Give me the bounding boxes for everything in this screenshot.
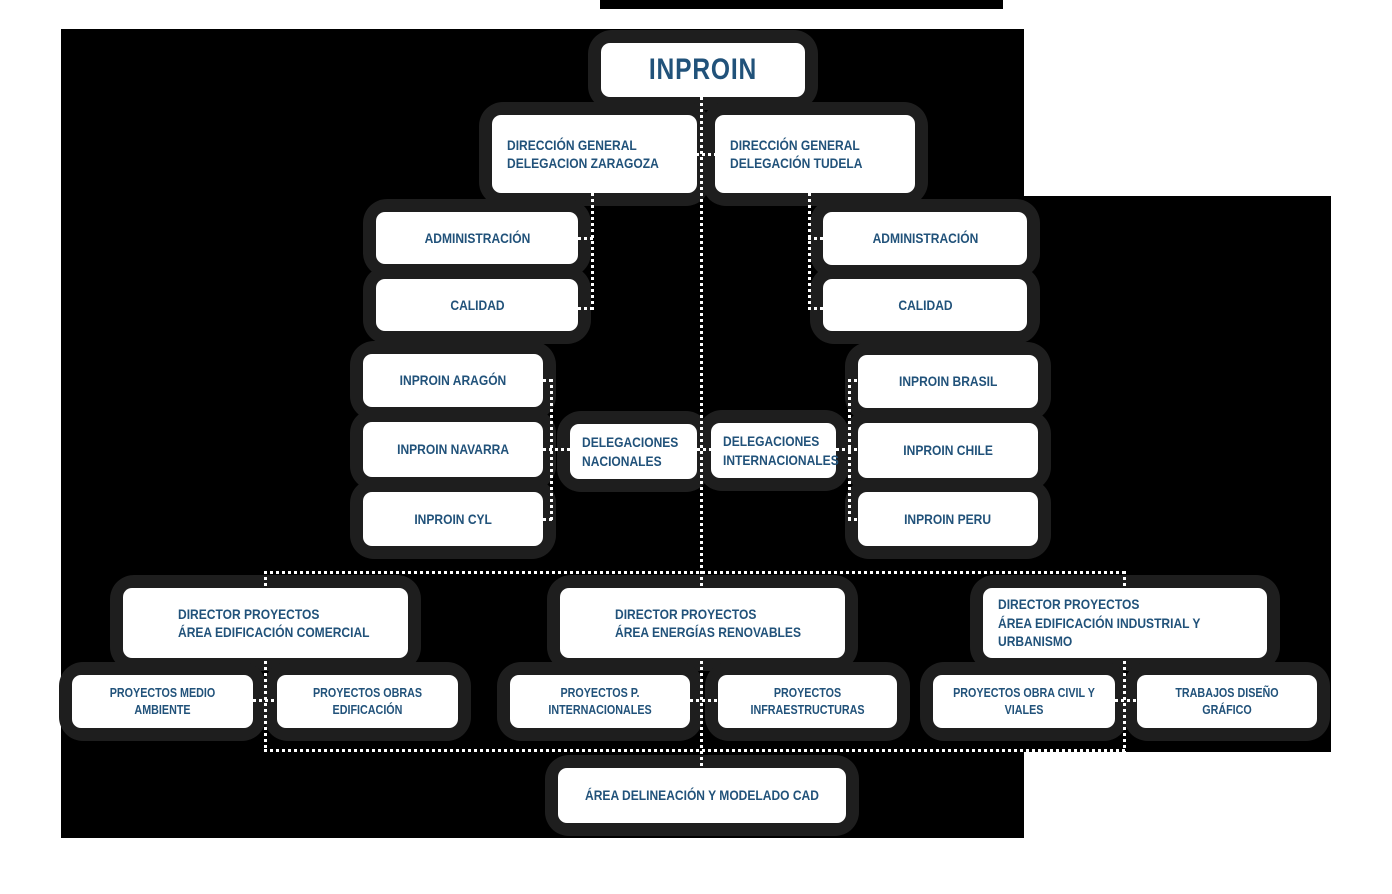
node-label: PROYECTOS OBRA CIVIL Y VIALES xyxy=(953,686,1095,717)
node-calidad-zaragoza: CALIDAD xyxy=(376,279,578,331)
connector-line xyxy=(578,237,594,240)
connector-line xyxy=(848,518,860,521)
node-label: INPROIN BRASIL xyxy=(898,373,998,390)
node-label: PROYECTOS OBRAS EDIFICACIÓN xyxy=(312,686,423,717)
node-label: PROYECTOS INFRAESTRUCTURAS xyxy=(750,686,865,717)
connector-line xyxy=(700,97,703,768)
node-label: INPROIN ARAGÓN xyxy=(399,372,507,389)
node-label: INPROIN NAVARRA xyxy=(397,441,509,458)
connector-line xyxy=(697,448,713,451)
connector-line xyxy=(264,571,1126,574)
connector-line xyxy=(578,307,594,310)
node-director-area-edificacion-comercial: DIRECTOR PROYECTOS ÁREA EDIFICACIÓN COME… xyxy=(123,588,408,658)
node-trabajos-diseno-grafico: TRABAJOS DISEÑO GRÁFICO xyxy=(1137,675,1317,728)
connector-line xyxy=(253,699,277,702)
connector-line xyxy=(543,518,553,521)
node-label: INPROIN CYL xyxy=(414,510,492,527)
node-director-area-edificacion-industrial-urbanismo: DIRECTOR PROYECTOS ÁREA EDIFICACIÓN INDU… xyxy=(983,588,1267,658)
node-proyectos-obra-civil-viales: PROYECTOS OBRA CIVIL Y VIALES xyxy=(933,675,1115,728)
node-inproin-aragon: INPROIN ARAGÓN xyxy=(363,354,543,407)
node-label: PROYECTOS MEDIO AMBIENTE xyxy=(109,686,216,717)
node-label: CALIDAD xyxy=(449,296,505,313)
connector-line xyxy=(264,571,267,752)
node-director-area-energias-renovables: DIRECTOR PROYECTOS ÁREA ENERGÍAS RENOVAB… xyxy=(560,588,845,658)
node-label: DIRECTOR PROYECTOS ÁREA ENERGÍAS RENOVAB… xyxy=(615,605,801,640)
node-area-delineacion-modelado-cad: ÁREA DELINEACIÓN Y MODELADO CAD xyxy=(558,768,846,823)
connector-line xyxy=(1115,699,1137,702)
connector-line xyxy=(543,379,553,382)
node-calidad-tudela: CALIDAD xyxy=(823,279,1027,331)
node-label: PROYECTOS P. INTERNACIONALES xyxy=(548,686,652,717)
connector-line xyxy=(1123,571,1126,752)
node-delegaciones-internacionales: DELEGACIONES INTERNACIONALES xyxy=(711,423,839,478)
connector-line xyxy=(808,193,811,313)
node-inproin-label: INPROIN xyxy=(648,53,758,87)
node-inproin-cyl: INPROIN CYL xyxy=(363,492,543,546)
canvas-region xyxy=(600,0,1003,9)
node-inproin-brasil: INPROIN BRASIL xyxy=(858,355,1038,408)
node-label: DIRECCIÓN GENERAL DELEGACIÓN TUDELA xyxy=(730,136,863,171)
connector-line xyxy=(690,153,720,156)
node-delegaciones-nacionales: DELEGACIONES NACIONALES xyxy=(570,424,697,479)
node-direccion-general-zaragoza: DIRECCIÓN GENERAL DELEGACION ZARAGOZA xyxy=(492,115,697,193)
node-label: CALIDAD xyxy=(897,296,953,313)
connector-line xyxy=(591,193,594,313)
connector-line xyxy=(264,749,1126,752)
node-label: ADMINISTRACIÓN xyxy=(872,230,978,247)
node-label: INPROIN PERU xyxy=(904,510,992,527)
node-administracion-zaragoza: ADMINISTRACIÓN xyxy=(376,212,578,264)
connector-line xyxy=(543,448,570,451)
connector-line xyxy=(808,237,824,240)
connector-line xyxy=(808,307,824,310)
node-label: DELEGACIONES NACIONALES xyxy=(582,434,679,469)
node-label: DIRECTOR PROYECTOS ÁREA EDIFICACIÓN COME… xyxy=(178,605,370,640)
node-inproin-navarra: INPROIN NAVARRA xyxy=(363,422,543,477)
node-inproin-chile: INPROIN CHILE xyxy=(858,423,1038,478)
node-label: DIRECTOR PROYECTOS ÁREA EDIFICACIÓN INDU… xyxy=(998,596,1201,650)
canvas-region xyxy=(61,752,1024,838)
connector-line xyxy=(848,379,860,382)
node-administracion-tudela: ADMINISTRACIÓN xyxy=(823,212,1027,265)
node-label: TRABAJOS DISEÑO GRÁFICO xyxy=(1175,686,1279,717)
node-proyectos-p-internacionales: PROYECTOS P. INTERNACIONALES xyxy=(510,675,690,728)
node-proyectos-medio-ambiente: PROYECTOS MEDIO AMBIENTE xyxy=(72,675,253,728)
node-inproin: INPROIN xyxy=(601,43,805,97)
node-inproin-peru: INPROIN PERU xyxy=(858,492,1038,546)
connector-line xyxy=(690,699,718,702)
node-direccion-general-tudela: DIRECCIÓN GENERAL DELEGACIÓN TUDELA xyxy=(715,115,915,193)
node-label: ADMINISTRACIÓN xyxy=(424,229,530,246)
connector-line xyxy=(836,448,860,451)
node-label: ÁREA DELINEACIÓN Y MODELADO CAD xyxy=(585,787,819,804)
node-proyectos-infraestructuras: PROYECTOS INFRAESTRUCTURAS xyxy=(718,675,897,728)
node-label: INPROIN CHILE xyxy=(903,442,993,459)
node-proyectos-obras-edificacion: PROYECTOS OBRAS EDIFICACIÓN xyxy=(277,675,458,728)
node-label: DELEGACIONES INTERNACIONALES xyxy=(723,433,839,468)
node-label: DIRECCIÓN GENERAL DELEGACION ZARAGOZA xyxy=(507,136,659,171)
